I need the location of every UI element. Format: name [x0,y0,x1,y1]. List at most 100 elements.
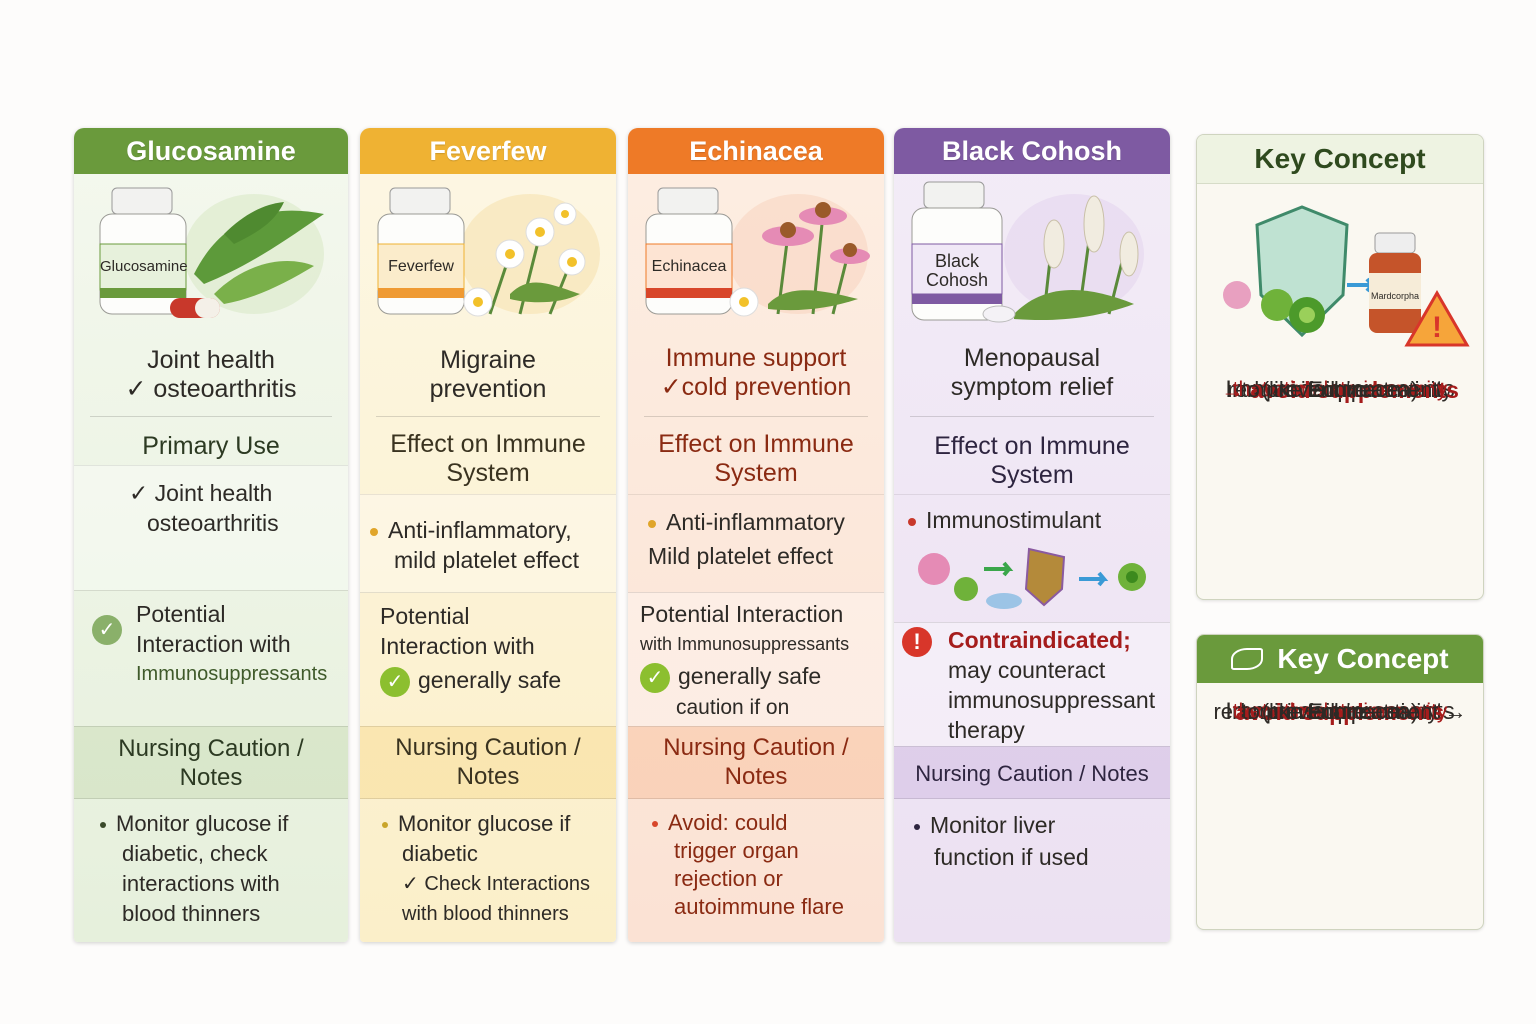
warning-icon: ! [902,627,932,657]
text-line: to prevent treatment [1241,377,1439,402]
nursing-header-block: Nursing Caution / Notes [894,746,1170,799]
text-line: therapy [948,717,1025,743]
primary-use-text: Joint health ✓ osteoarthritis [74,346,348,404]
bottle-label: Glucosamine [100,258,188,275]
text-line: may counteract [948,657,1106,683]
text-line: → avoid supplements [1221,377,1459,403]
column-title: Feverfew [429,135,547,166]
text-line: with blood thinners [402,903,569,925]
text-line: rejection or [674,866,783,891]
bottle-label: Mardcorpha [1370,291,1420,301]
feverfew-column: Feverfew Feverfew Migraine prevention Ef… [360,128,616,942]
text-line: Monitor glucose if [398,811,571,836]
text-line: Immunosuppressants [1225,376,1455,403]
bullet-icon [652,821,658,828]
glucosamine-column: Glucosamine Glucosamine Joint health ✓ o… [74,128,348,942]
text-line: symptom relief [950,373,1114,401]
column-title: Echinacea [689,135,823,166]
echinacea-column: Echinacea Echinacea Immune support ✓cold… [628,128,884,942]
interaction-block: ! Contraindicated; may counteract immuno… [894,622,1170,747]
text-line: Effect on Immune [658,430,854,458]
nursing-header-line: Nursing Caution / [395,734,581,761]
text-line: blood thinners [122,901,261,926]
text-line: ✓ Joint health [129,480,273,506]
immune-stimulation-icon [918,547,1146,609]
text-line: Potential Interaction [640,601,844,627]
column-header: Echinacea [628,128,884,174]
column-header: Feverfew [360,128,616,174]
effect-block: ✓ Joint health osteoarthritis [74,465,348,590]
column-header: Black Cohosh [894,128,1170,174]
primary-use-text: Menopausal symptom relief [894,344,1170,402]
bullet-icon [648,519,656,528]
echinacea-illustration: Echinacea [628,174,884,464]
text-line: Joint health [147,346,275,374]
text-line: trigger organ [674,838,799,863]
text-line: System [990,461,1074,489]
notes-block: Monitor liver function if used [894,798,1170,942]
key-concept-title: Key Concept [1197,135,1483,184]
text-line: Avoid: could [668,810,788,835]
supplement-bottle-icon [99,187,324,318]
key-concept-card-2: Key Concept Immunosuppressants reduce im… [1196,634,1484,930]
text-line: reduce immune activity [1227,377,1453,402]
text-line: osteoarthritis [147,510,279,536]
text-line: Anti-inflammatory, [388,517,572,543]
key-concept-title: Key Concept [1197,635,1483,683]
text-line: caution if on [676,695,790,719]
bullet-icon [908,517,916,526]
glucosamine-illustration: Glucosamine [74,174,348,464]
text-line: failure. [1306,699,1374,724]
text-line: Contraindicated; [948,627,1131,653]
bullet-icon [100,822,106,829]
column-title: Black Cohosh [941,135,1123,166]
text-line: Effect on Immune [934,432,1130,460]
bottle-label: Echinacea [651,258,727,275]
text-line: that stimulate immunity [1232,378,1448,401]
primary-use-text: Migraine prevention [360,346,616,404]
check-icon [92,615,122,645]
text-line: Potential [136,601,226,627]
text-line: ✓ osteoarthritis [125,375,297,403]
text-line: Cohosh [925,270,989,290]
text-line: diabetic [402,841,478,866]
text-line: Menopausal [963,344,1101,372]
bullet-icon [370,527,378,536]
text-line: avoid supplements [1235,699,1445,725]
nursing-header-block: Nursing Caution / Notes [74,726,348,799]
text-line: Potential [380,603,470,629]
divider [910,416,1154,417]
interaction-block: Potential Interaction with Immunosuppres… [74,590,348,727]
text-line: to prevent treatment [1241,699,1439,724]
effect-block: Immunostimulant [894,494,1170,623]
text-line: ✓ Check Interactions [402,873,590,895]
text-line: immunosuppressant [948,687,1156,713]
text-line: (like Echinacea) [1261,699,1419,724]
text-line: ✓cold prevention [660,373,852,401]
supplement-bottle-icon [377,187,600,317]
leaf-icon [1231,648,1264,670]
svg-text:!: ! [1432,311,1442,344]
interaction-block: Potential Interaction with Immunosuppres… [628,592,884,727]
text-line: diabetic, check [122,841,268,866]
immune-shield-icon: ! [1223,205,1470,347]
check-icon [640,662,670,693]
text-line: Monitor glucose if [116,811,289,836]
text-line: System [714,459,798,487]
text-line: that stimulate immunity [1232,700,1448,723]
nursing-header-block: Nursing Caution / Notes [628,726,884,799]
text-line: autoimmune flare [674,894,844,919]
text-line: Immunosuppressants [1225,698,1455,725]
text-line: function if used [934,844,1089,870]
nursing-header-line: Notes [179,764,243,791]
title-text: Key Concept [1254,143,1426,174]
supplement-bottle-icon [911,181,1144,323]
text-line: with Immunosuppressants [640,634,850,654]
bullet-icon [914,823,920,830]
text-line: Monitor liver [930,812,1056,838]
effect-block: Anti-inflammatory, mild platelet effect [360,494,616,593]
section-header: Primary Use [142,432,280,460]
nursing-header-line: Nursing Caution / [663,734,849,761]
text-line: Immunostimulant [926,507,1102,533]
nursing-header-block: Nursing Caution / Notes [360,726,616,799]
